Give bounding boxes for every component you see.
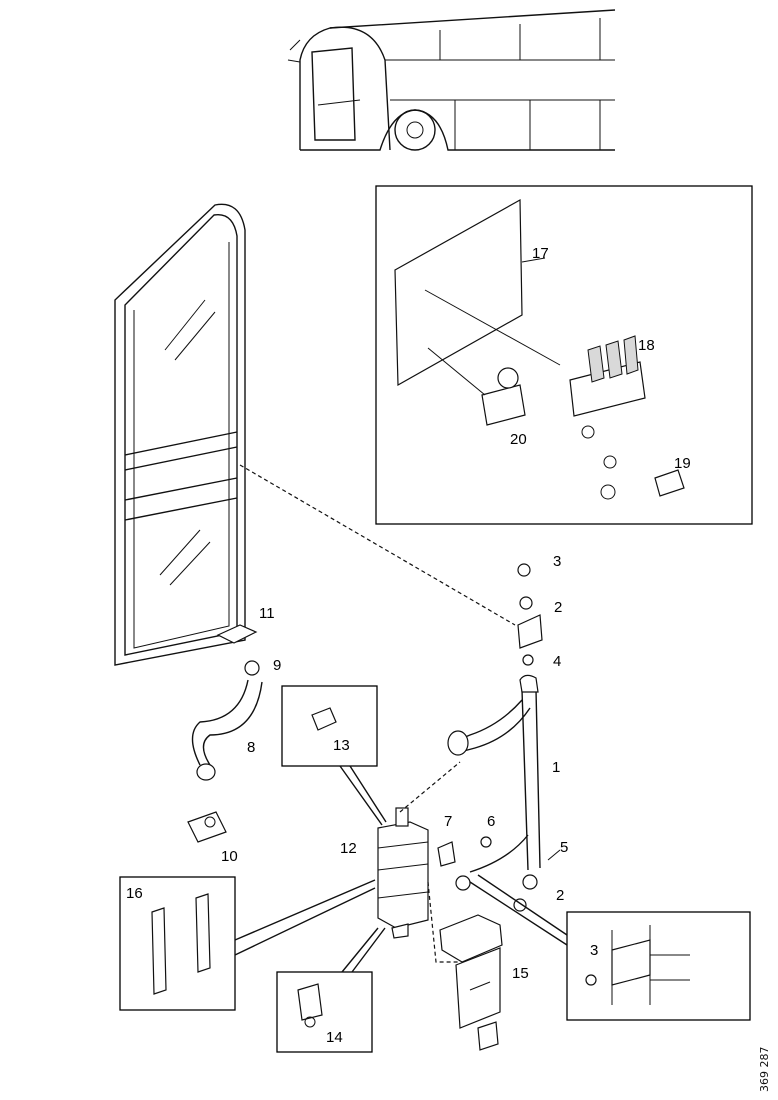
callout-7: 7 [444,813,452,830]
callout-10: 10 [221,848,238,865]
callout-1: 1 [552,759,560,776]
callout-14: 14 [326,1029,343,1046]
callout-3-upper: 3 [553,553,561,570]
callout-5: 5 [560,839,568,856]
cylinder-12-illustration [377,807,429,939]
callout-17: 17 [532,245,549,262]
callout-16: 16 [126,885,143,902]
connector-19-illustration [581,425,685,500]
dashed-link-cylinder-15 [427,881,460,963]
inset-box-13 [281,685,378,767]
leader-line-13 [339,765,387,826]
valve-block-18-illustration [569,335,646,417]
unit-15-illustration [439,914,503,1051]
strip-16-illustration [151,893,211,995]
callout-6: 6 [487,813,495,830]
panel-17-illustration [394,198,523,387]
callout-2-lower: 2 [556,887,564,904]
leader-line-17 [521,257,546,263]
leader-line-inset-a [424,289,561,366]
detail-3-illustration [585,925,690,1005]
rod-assembly-illustration [437,563,561,912]
leader-line-16 [234,879,376,956]
valve-13-illustration [311,707,337,731]
inset-box-detail-3 [566,911,751,1021]
bus-overview-illustration [287,9,616,151]
callout-13: 13 [333,737,350,754]
callout-15: 15 [512,965,529,982]
leader-line-14 [341,927,386,973]
bracket-10-illustration [187,811,227,843]
callout-8: 8 [247,739,255,756]
callout-20: 20 [510,431,527,448]
callout-4: 4 [553,653,561,670]
inset-box-14 [276,971,373,1053]
callout-18: 18 [638,337,655,354]
drawing-code: 369 287 [758,1047,771,1093]
leader-line-detail-3 [469,874,568,946]
callout-3-detail: 3 [590,942,598,959]
callout-12: 12 [340,840,357,857]
plate-11-illustration [216,624,258,644]
valve-14-illustration [297,983,323,1028]
callout-9: 9 [273,657,281,674]
leader-line-inset-b [427,347,486,396]
dashed-link-cylinder-hose [399,761,461,813]
bracket-20-illustration [481,367,526,426]
door-frame-illustration [114,203,246,666]
inset-box-16 [119,876,236,1011]
callout-2-upper: 2 [554,599,562,616]
callout-11: 11 [259,605,275,622]
callout-19: 19 [674,455,691,472]
hose-8-illustration [191,660,263,781]
